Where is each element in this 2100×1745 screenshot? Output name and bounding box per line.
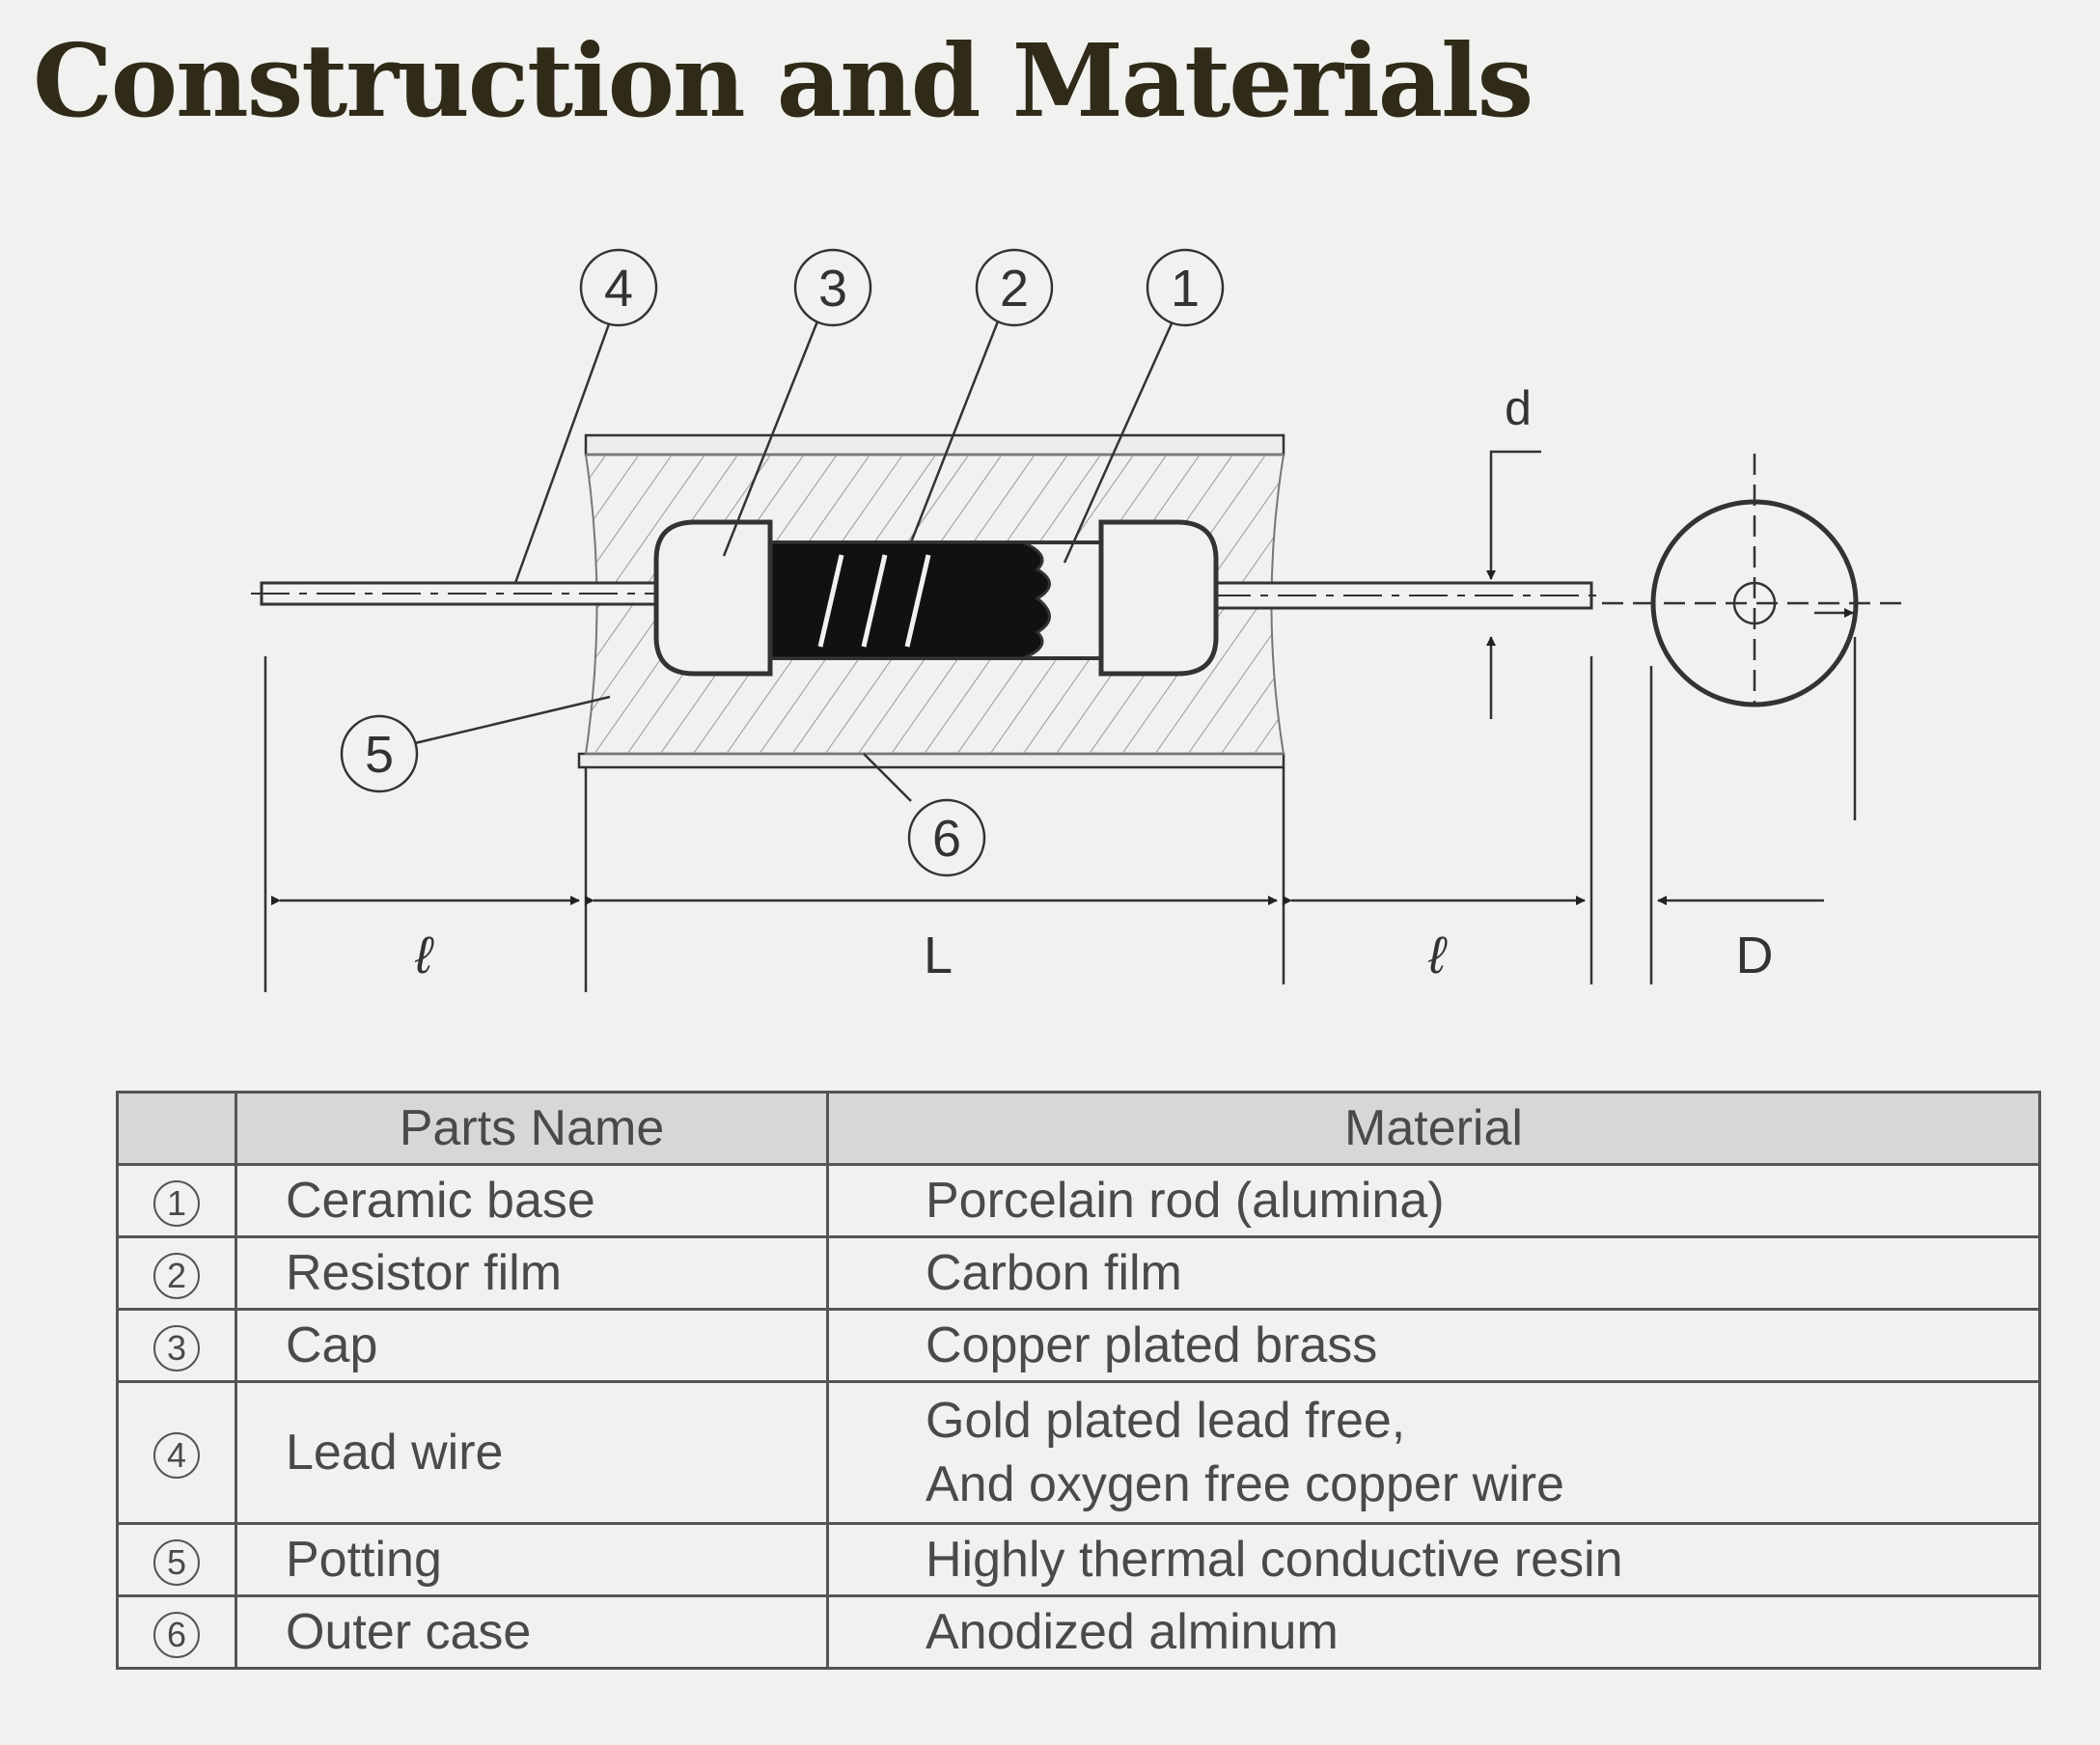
outer-case-top — [584, 433, 1285, 457]
callout-2: 2 — [1000, 260, 1029, 318]
outer-case-bottom — [577, 752, 1285, 769]
dim-lead-left: ℓ — [414, 927, 434, 984]
callout-1: 1 — [1171, 260, 1200, 318]
row-number: 5 — [153, 1539, 200, 1587]
row-number: 2 — [153, 1253, 200, 1300]
dim-body-length: L — [924, 927, 953, 984]
dim-lead-right: ℓ — [1427, 927, 1448, 984]
callout-3: 3 — [818, 260, 847, 318]
table-row: 3 Cap Copper plated brass — [116, 1308, 2041, 1383]
dim-lead-diameter: d — [1505, 381, 1532, 435]
cap-left — [653, 519, 773, 677]
material: Copper plated brass — [826, 1308, 2041, 1383]
table-row: 2 Resistor film Carbon film — [116, 1235, 2041, 1311]
material: Anodized alminum — [826, 1594, 2041, 1670]
material: Porcelain rod (alumina) — [826, 1163, 2041, 1238]
material: Carbon film — [826, 1235, 2041, 1311]
table-row: 6 Outer case Anodized alminum — [116, 1594, 2041, 1670]
page-title: Construction and Materials — [33, 21, 1534, 140]
row-number: 1 — [153, 1180, 200, 1228]
table-row: 5 Potting Highly thermal conductive resi… — [116, 1522, 2041, 1597]
cap-right — [1098, 519, 1219, 677]
table-row: 4 Lead wire Gold plated lead free, And ox… — [116, 1380, 2041, 1525]
table-row: 1 Ceramic base Porcelain rod (alumina) — [116, 1163, 2041, 1238]
row-number: 4 — [153, 1432, 200, 1480]
part-name: Ceramic base — [235, 1163, 829, 1238]
resistor-construction-diagram: 4 3 2 1 5 6 ℓ L ℓ D d — [251, 248, 1906, 992]
header-material: Material — [826, 1091, 2041, 1166]
row-number: 3 — [153, 1325, 200, 1372]
parts-materials-table: Parts Name Material 1 Ceramic base Porce… — [116, 1091, 2041, 1670]
table-header-row: Parts Name Material — [116, 1091, 2041, 1166]
lead-right — [1210, 581, 1593, 610]
dim-body-diameter: D — [1736, 927, 1774, 984]
row-number: 6 — [153, 1612, 200, 1659]
material: Highly thermal conductive resin — [826, 1522, 2041, 1597]
header-number — [116, 1091, 237, 1166]
callout-6: 6 — [932, 810, 961, 868]
part-name: Resistor film — [235, 1235, 829, 1311]
callout-4: 4 — [604, 260, 633, 318]
header-parts-name: Parts Name — [235, 1091, 829, 1166]
part-name: Cap — [235, 1308, 829, 1383]
part-name: Outer case — [235, 1594, 829, 1670]
material-line-2: And oxygen free copper wire — [926, 1456, 1564, 1512]
part-name: Lead wire — [235, 1380, 829, 1525]
callout-5: 5 — [365, 726, 394, 784]
part-name: Potting — [235, 1522, 829, 1597]
material-line-1: Gold plated lead free, — [926, 1393, 1406, 1449]
